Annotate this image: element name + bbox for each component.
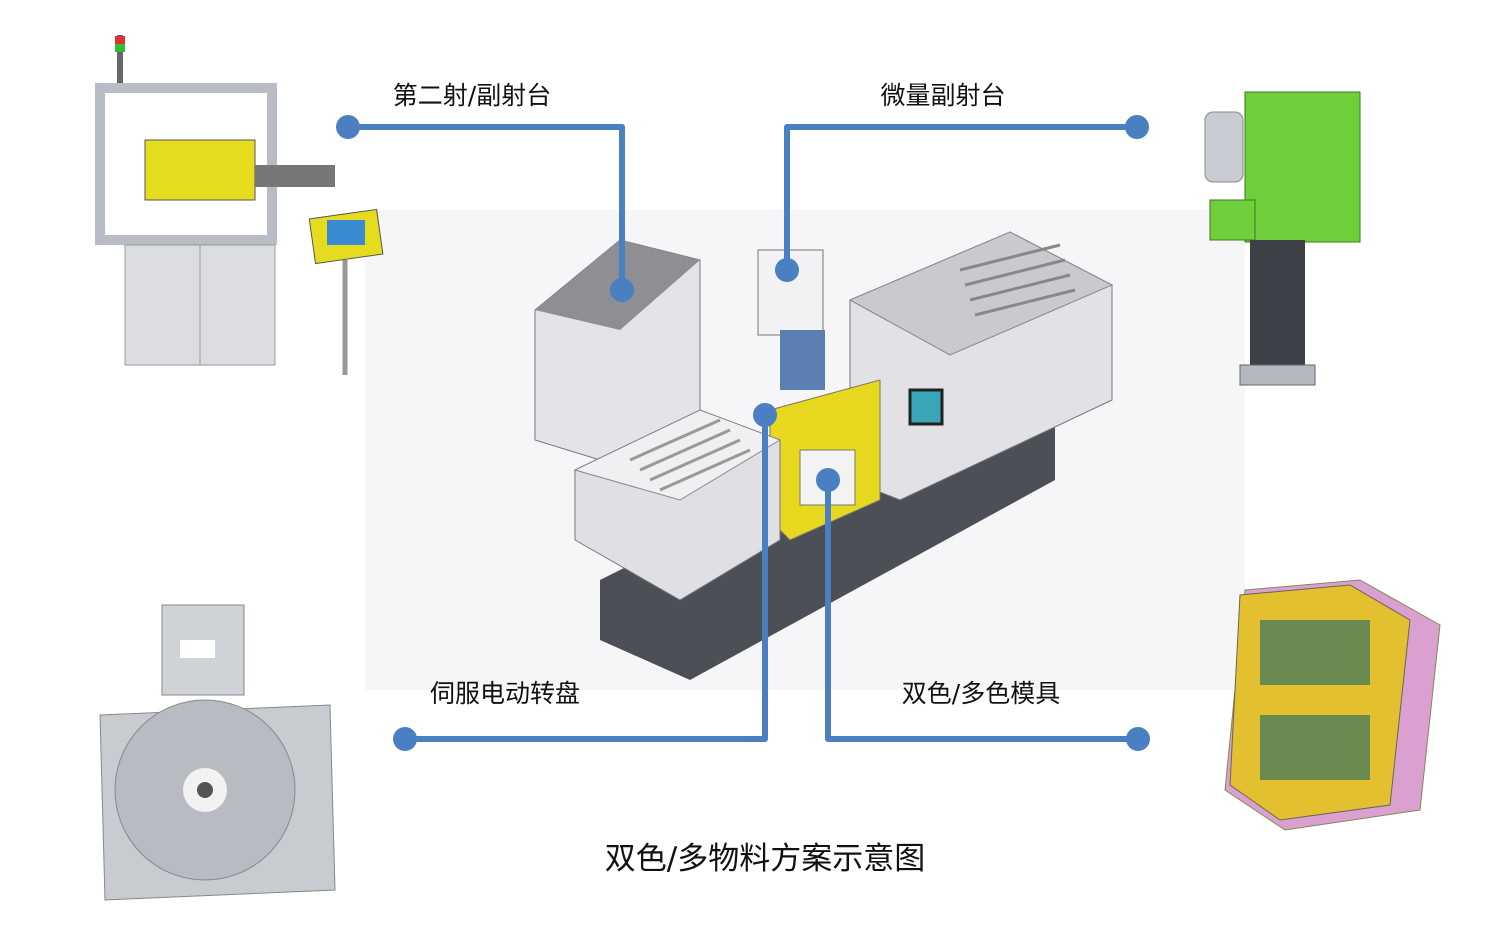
multi-color-mold-image: [1224, 579, 1441, 831]
connector-dot: [336, 115, 360, 139]
connector-mold: [825, 480, 1138, 742]
label-micro-injection: 微量副射台: [880, 81, 1006, 110]
connector-rotary-table: [405, 415, 768, 742]
connector-second-injection: [348, 124, 625, 290]
micro-injection-unit-image: [1204, 91, 1361, 386]
connector-dot: [816, 468, 840, 492]
connector-dot: [1125, 115, 1149, 139]
connector-dot: [393, 727, 417, 751]
label-servo-rotary-table: 伺服电动转盘: [429, 679, 581, 708]
connector-dot: [610, 278, 634, 302]
connector-micro-injection: [784, 124, 1137, 270]
servo-rotary-table-image: [99, 604, 336, 901]
label-multi-color-mold: 双色/多色模具: [901, 679, 1061, 708]
connector-dot: [775, 258, 799, 282]
second-injection-unit-image: [95, 35, 384, 375]
diagram-caption: 双色/多物料方案示意图: [604, 841, 926, 877]
connector-dot: [1126, 727, 1150, 751]
connector-dot: [753, 403, 777, 427]
label-second-injection: 第二射/副射台: [392, 81, 552, 110]
